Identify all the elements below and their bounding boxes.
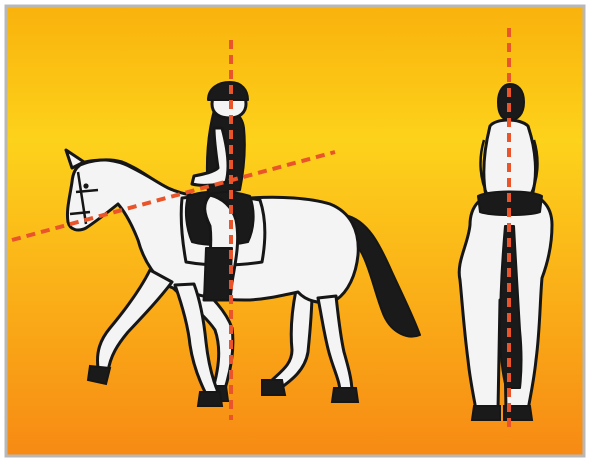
side-rider-boot bbox=[204, 248, 232, 300]
side-horse-eye bbox=[83, 183, 88, 188]
